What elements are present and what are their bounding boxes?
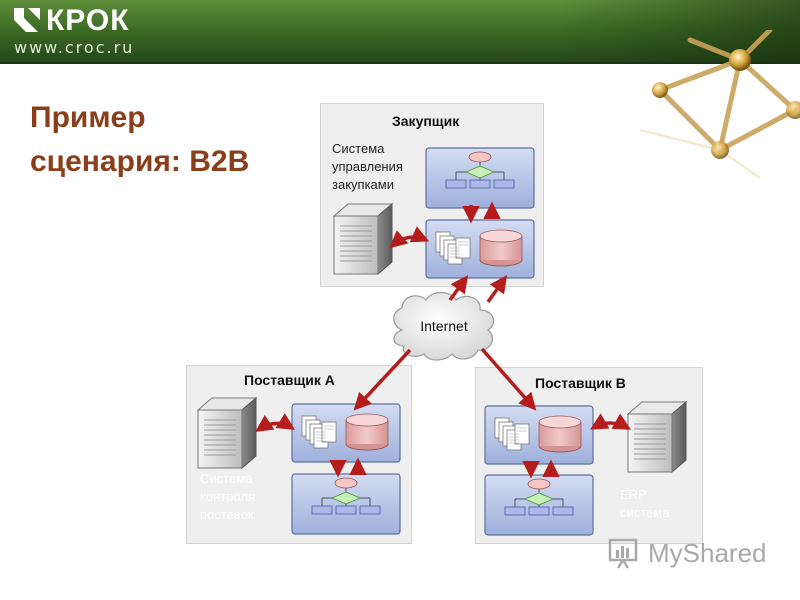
buyer-title: Закупщик bbox=[392, 113, 460, 129]
buyer-sync-arrows bbox=[462, 201, 501, 224]
supplier-a-title: Поставщик А bbox=[244, 372, 335, 388]
supplier-a-flowchart-box bbox=[291, 473, 401, 535]
supplier-b-flowchart-box bbox=[484, 474, 594, 536]
slide-title-line-1: Пример bbox=[30, 101, 146, 134]
internet-label: Internet bbox=[420, 318, 468, 334]
supplier-b-server-link-arrow bbox=[589, 413, 632, 430]
slide-title: Пример сценария: B2B bbox=[30, 96, 310, 184]
buyer-data-box bbox=[425, 219, 535, 279]
supplier-a-server-icon bbox=[197, 397, 257, 469]
supplier-b-description: ERP система bbox=[620, 486, 669, 522]
supplier-a-sync-arrows bbox=[329, 457, 367, 478]
decorative-lattice-icon bbox=[639, 30, 800, 179]
supplier-b-title: Поставщик В bbox=[535, 375, 626, 391]
supplier-a-desc-line-1: Система bbox=[200, 471, 253, 486]
buyer-desc-line-1: Система bbox=[332, 141, 385, 156]
buyer-description: Система управления закупками bbox=[332, 140, 403, 194]
buyer-flowchart-box bbox=[425, 147, 535, 209]
buyer-server-icon bbox=[333, 203, 393, 275]
brand-url: www.croc.ru bbox=[14, 38, 135, 57]
buyer-desc-line-2: управления bbox=[332, 159, 403, 174]
supplier-a-server-link-arrow bbox=[255, 413, 295, 432]
supplier-a-desc-line-3: поставок bbox=[200, 507, 254, 522]
header-shade bbox=[560, 0, 800, 62]
cloud-icon bbox=[393, 291, 495, 361]
buyer-desc-line-3: закупками bbox=[332, 177, 394, 192]
buyer-server-link-arrow bbox=[389, 226, 430, 249]
supplier-a-desc-line-2: контроля bbox=[200, 489, 255, 504]
slide-title-line-2: сценария: B2B bbox=[30, 145, 250, 178]
supplier-b-data-box bbox=[484, 405, 594, 465]
supplier-b-sync-arrows bbox=[522, 459, 560, 479]
myshared-logo-icon bbox=[608, 538, 638, 569]
supplier-b-desc-line-2: система bbox=[620, 505, 670, 520]
supplier-b-server-icon bbox=[627, 401, 687, 473]
brand-name: КРОК bbox=[46, 4, 130, 37]
internet-link-arrows bbox=[353, 275, 537, 411]
supplier-a-data-box bbox=[291, 403, 401, 463]
myshared-text: MyShared bbox=[648, 538, 767, 568]
croc-logo-icon bbox=[14, 8, 40, 32]
header-banner: КРОК www.croc.ru bbox=[0, 0, 800, 64]
supplier-a-description: Система контроля поставок bbox=[200, 470, 255, 524]
supplier-b-desc-line-1: ERP bbox=[620, 487, 647, 502]
myshared-watermark: MyShared bbox=[608, 534, 798, 574]
